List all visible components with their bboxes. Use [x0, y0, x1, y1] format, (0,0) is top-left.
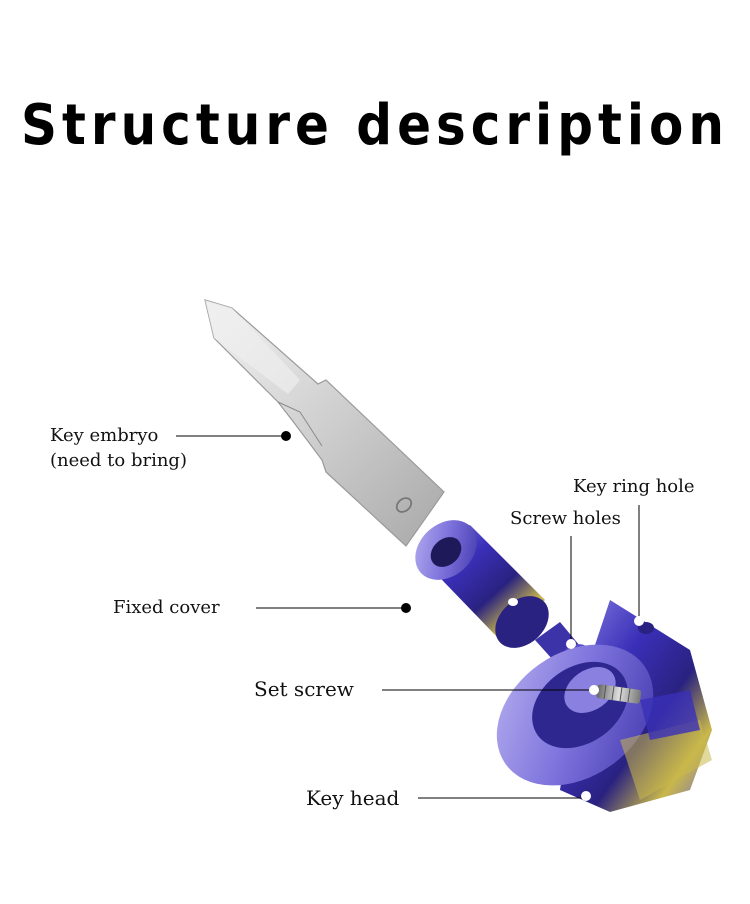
label-key-embryo-note: (need to bring): [50, 450, 187, 471]
leader-set-screw: [382, 685, 599, 695]
leader-key-embryo: [176, 431, 291, 441]
key-head-illustration: [496, 600, 712, 812]
leader-fixed-cover: [256, 603, 411, 613]
label-screw-holes: Screw holes: [510, 508, 621, 529]
label-key-embryo: Key embryo: [50, 425, 159, 446]
label-key-ring-hole: Key ring hole: [573, 476, 695, 497]
leader-key-ring-hole: [634, 505, 644, 626]
fixed-cover-illustration: [415, 520, 549, 648]
label-fixed-cover: Fixed cover: [113, 597, 220, 618]
key-blade-illustration: [204, 299, 445, 547]
label-set-screw: Set screw: [254, 677, 354, 701]
leader-screw-holes: [566, 536, 576, 649]
set-screw-illustration: [596, 684, 642, 704]
label-key-head: Key head: [306, 786, 400, 810]
leader-key-head: [418, 791, 591, 801]
page-title: Structure description: [21, 92, 729, 158]
